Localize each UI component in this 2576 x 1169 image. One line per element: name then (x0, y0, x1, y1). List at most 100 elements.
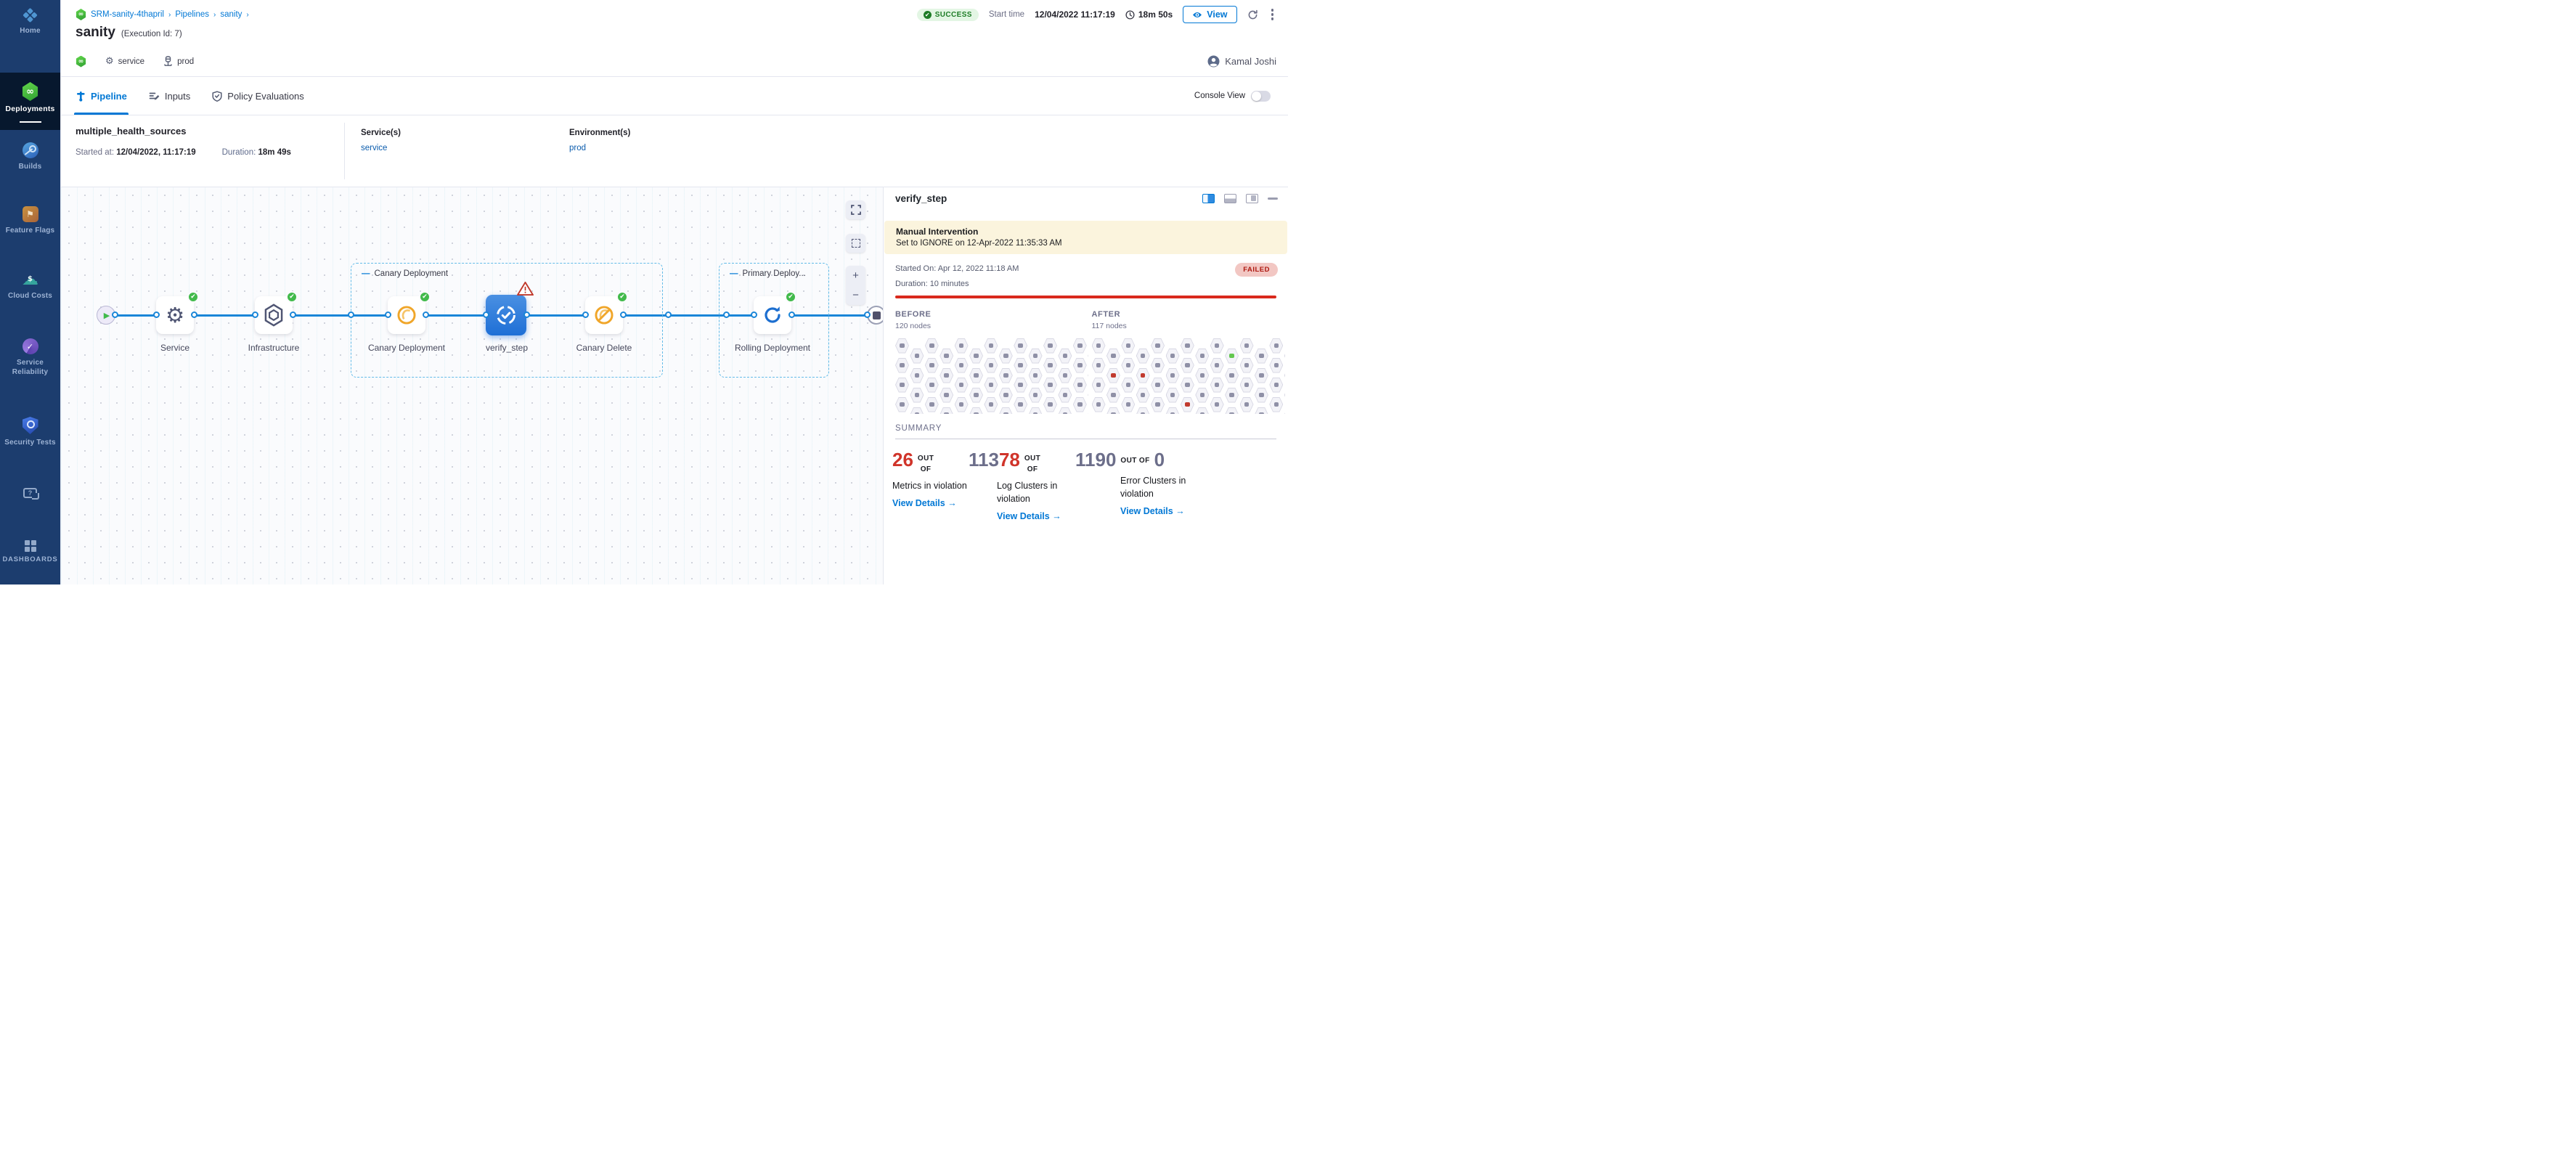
node-hex[interactable] (1028, 387, 1043, 403)
node-rolling-deployment[interactable]: ✔ (754, 291, 796, 334)
node-hex[interactable] (1043, 357, 1057, 373)
node-hex[interactable] (939, 387, 954, 403)
node-hex[interactable] (939, 367, 954, 383)
node-hex[interactable] (1269, 396, 1284, 412)
node-hex[interactable] (1136, 367, 1150, 383)
node-hex[interactable] (1195, 387, 1210, 403)
node-hex[interactable] (998, 367, 1013, 383)
breadcrumb-project[interactable]: SRM-sanity-4thapril (91, 10, 164, 19)
node-hex[interactable] (1106, 387, 1120, 403)
node-hex[interactable] (1225, 407, 1239, 414)
node-hex[interactable] (1210, 377, 1224, 393)
node-hex[interactable] (1254, 367, 1268, 383)
node-hex[interactable] (1269, 377, 1284, 393)
node-hex[interactable] (1180, 396, 1194, 412)
sidebar-item-deployments[interactable]: ∞ Deployments (0, 73, 60, 130)
node-hex[interactable] (954, 396, 969, 412)
node-hex[interactable] (998, 348, 1013, 364)
refresh-icon[interactable] (1247, 9, 1258, 20)
user-chip[interactable]: Kamal Joshi (1207, 55, 1276, 68)
node-hex[interactable] (1239, 357, 1254, 373)
stage-group-canary-deployment[interactable]: — Canary Deployment (351, 263, 663, 378)
node-hex[interactable] (1058, 407, 1072, 414)
node-hex[interactable] (1106, 348, 1120, 364)
sidebar-item-cloud-costs[interactable]: ☁$ Cloud Costs (0, 272, 60, 301)
node-hex[interactable] (1028, 407, 1043, 414)
node-hex[interactable] (954, 338, 969, 354)
node-hex[interactable] (895, 396, 909, 412)
node-verify-step[interactable] (486, 281, 534, 335)
node-hex[interactable] (924, 357, 939, 373)
node-hex[interactable] (1106, 407, 1120, 414)
node-hex[interactable] (1225, 387, 1239, 403)
node-hex[interactable] (969, 387, 983, 403)
sidebar-item-security-tests[interactable]: Security Tests (0, 417, 60, 447)
node-hex[interactable] (1028, 367, 1043, 383)
node-hex[interactable] (954, 357, 969, 373)
node-hex[interactable] (954, 377, 969, 393)
node-hex[interactable] (1210, 396, 1224, 412)
sidebar-item-help[interactable]: ? (0, 488, 60, 500)
breadcrumb-pipelines[interactable]: Pipelines (175, 10, 209, 19)
view-details-link[interactable]: View Details → (1120, 506, 1185, 517)
node-hex[interactable] (1269, 357, 1284, 373)
node-hex[interactable] (1254, 407, 1268, 414)
node-hex[interactable] (1180, 338, 1194, 354)
node-hex[interactable] (939, 348, 954, 364)
node-hex[interactable] (984, 338, 998, 354)
node-hex[interactable] (1091, 396, 1106, 412)
node-hex[interactable] (1058, 367, 1072, 383)
node-hex[interactable] (1195, 348, 1210, 364)
node-hex[interactable] (1239, 377, 1254, 393)
environment-link[interactable]: prod (569, 144, 587, 152)
node-hex[interactable] (1091, 357, 1106, 373)
node-hex[interactable] (1269, 338, 1284, 354)
node-hex[interactable] (1151, 396, 1165, 412)
node-infrastructure[interactable]: ✔ (255, 291, 298, 334)
node-hex[interactable] (910, 367, 924, 383)
node-hex[interactable] (1210, 357, 1224, 373)
node-hex[interactable] (910, 387, 924, 403)
node-hex[interactable] (998, 387, 1013, 403)
node-hex[interactable] (1058, 348, 1072, 364)
tab-pipeline[interactable]: Pipeline (74, 77, 129, 115)
node-hex[interactable] (1225, 348, 1239, 364)
node-hex[interactable] (1043, 377, 1057, 393)
node-hex[interactable] (969, 407, 983, 414)
view-details-link[interactable]: View Details → (892, 497, 957, 508)
node-hex[interactable] (1072, 396, 1087, 412)
node-hex[interactable] (1151, 357, 1165, 373)
layout-floating-icon[interactable] (1246, 193, 1258, 203)
node-hex[interactable] (895, 377, 909, 393)
tab-inputs[interactable]: Inputs (149, 77, 190, 115)
view-button[interactable]: View (1183, 6, 1237, 23)
node-hex[interactable] (1180, 357, 1194, 373)
node-hex[interactable] (1072, 357, 1087, 373)
node-hex[interactable] (984, 357, 998, 373)
node-hex[interactable] (1225, 367, 1239, 383)
node-hex[interactable] (1121, 377, 1136, 393)
node-hex[interactable] (1180, 377, 1194, 393)
node-hex[interactable] (1165, 367, 1180, 383)
breadcrumb-pipeline-name[interactable]: sanity (220, 10, 242, 19)
node-hex[interactable] (984, 396, 998, 412)
node-hex[interactable] (1091, 338, 1106, 354)
layout-split-right-icon[interactable] (1202, 193, 1215, 203)
zoom-out-button[interactable]: − (852, 289, 859, 301)
node-hex[interactable] (1254, 387, 1268, 403)
node-hex[interactable] (1195, 407, 1210, 414)
node-hex[interactable] (895, 357, 909, 373)
node-hex[interactable] (1165, 407, 1180, 414)
marquee-select-button[interactable] (846, 234, 865, 253)
node-hex[interactable] (969, 348, 983, 364)
node-canary-deployment[interactable]: ✔ (388, 291, 431, 334)
service-tag[interactable]: ⚙ service (105, 56, 144, 67)
node-hex[interactable] (1072, 377, 1087, 393)
more-options-icon[interactable] (1268, 7, 1277, 22)
node-hex[interactable] (1165, 387, 1180, 403)
sidebar-item-feature-flags[interactable]: ⚑ Feature Flags (0, 206, 60, 235)
node-hex[interactable] (1210, 338, 1224, 354)
node-hex[interactable] (939, 407, 954, 414)
node-hex[interactable] (924, 396, 939, 412)
node-hex[interactable] (1254, 348, 1268, 364)
